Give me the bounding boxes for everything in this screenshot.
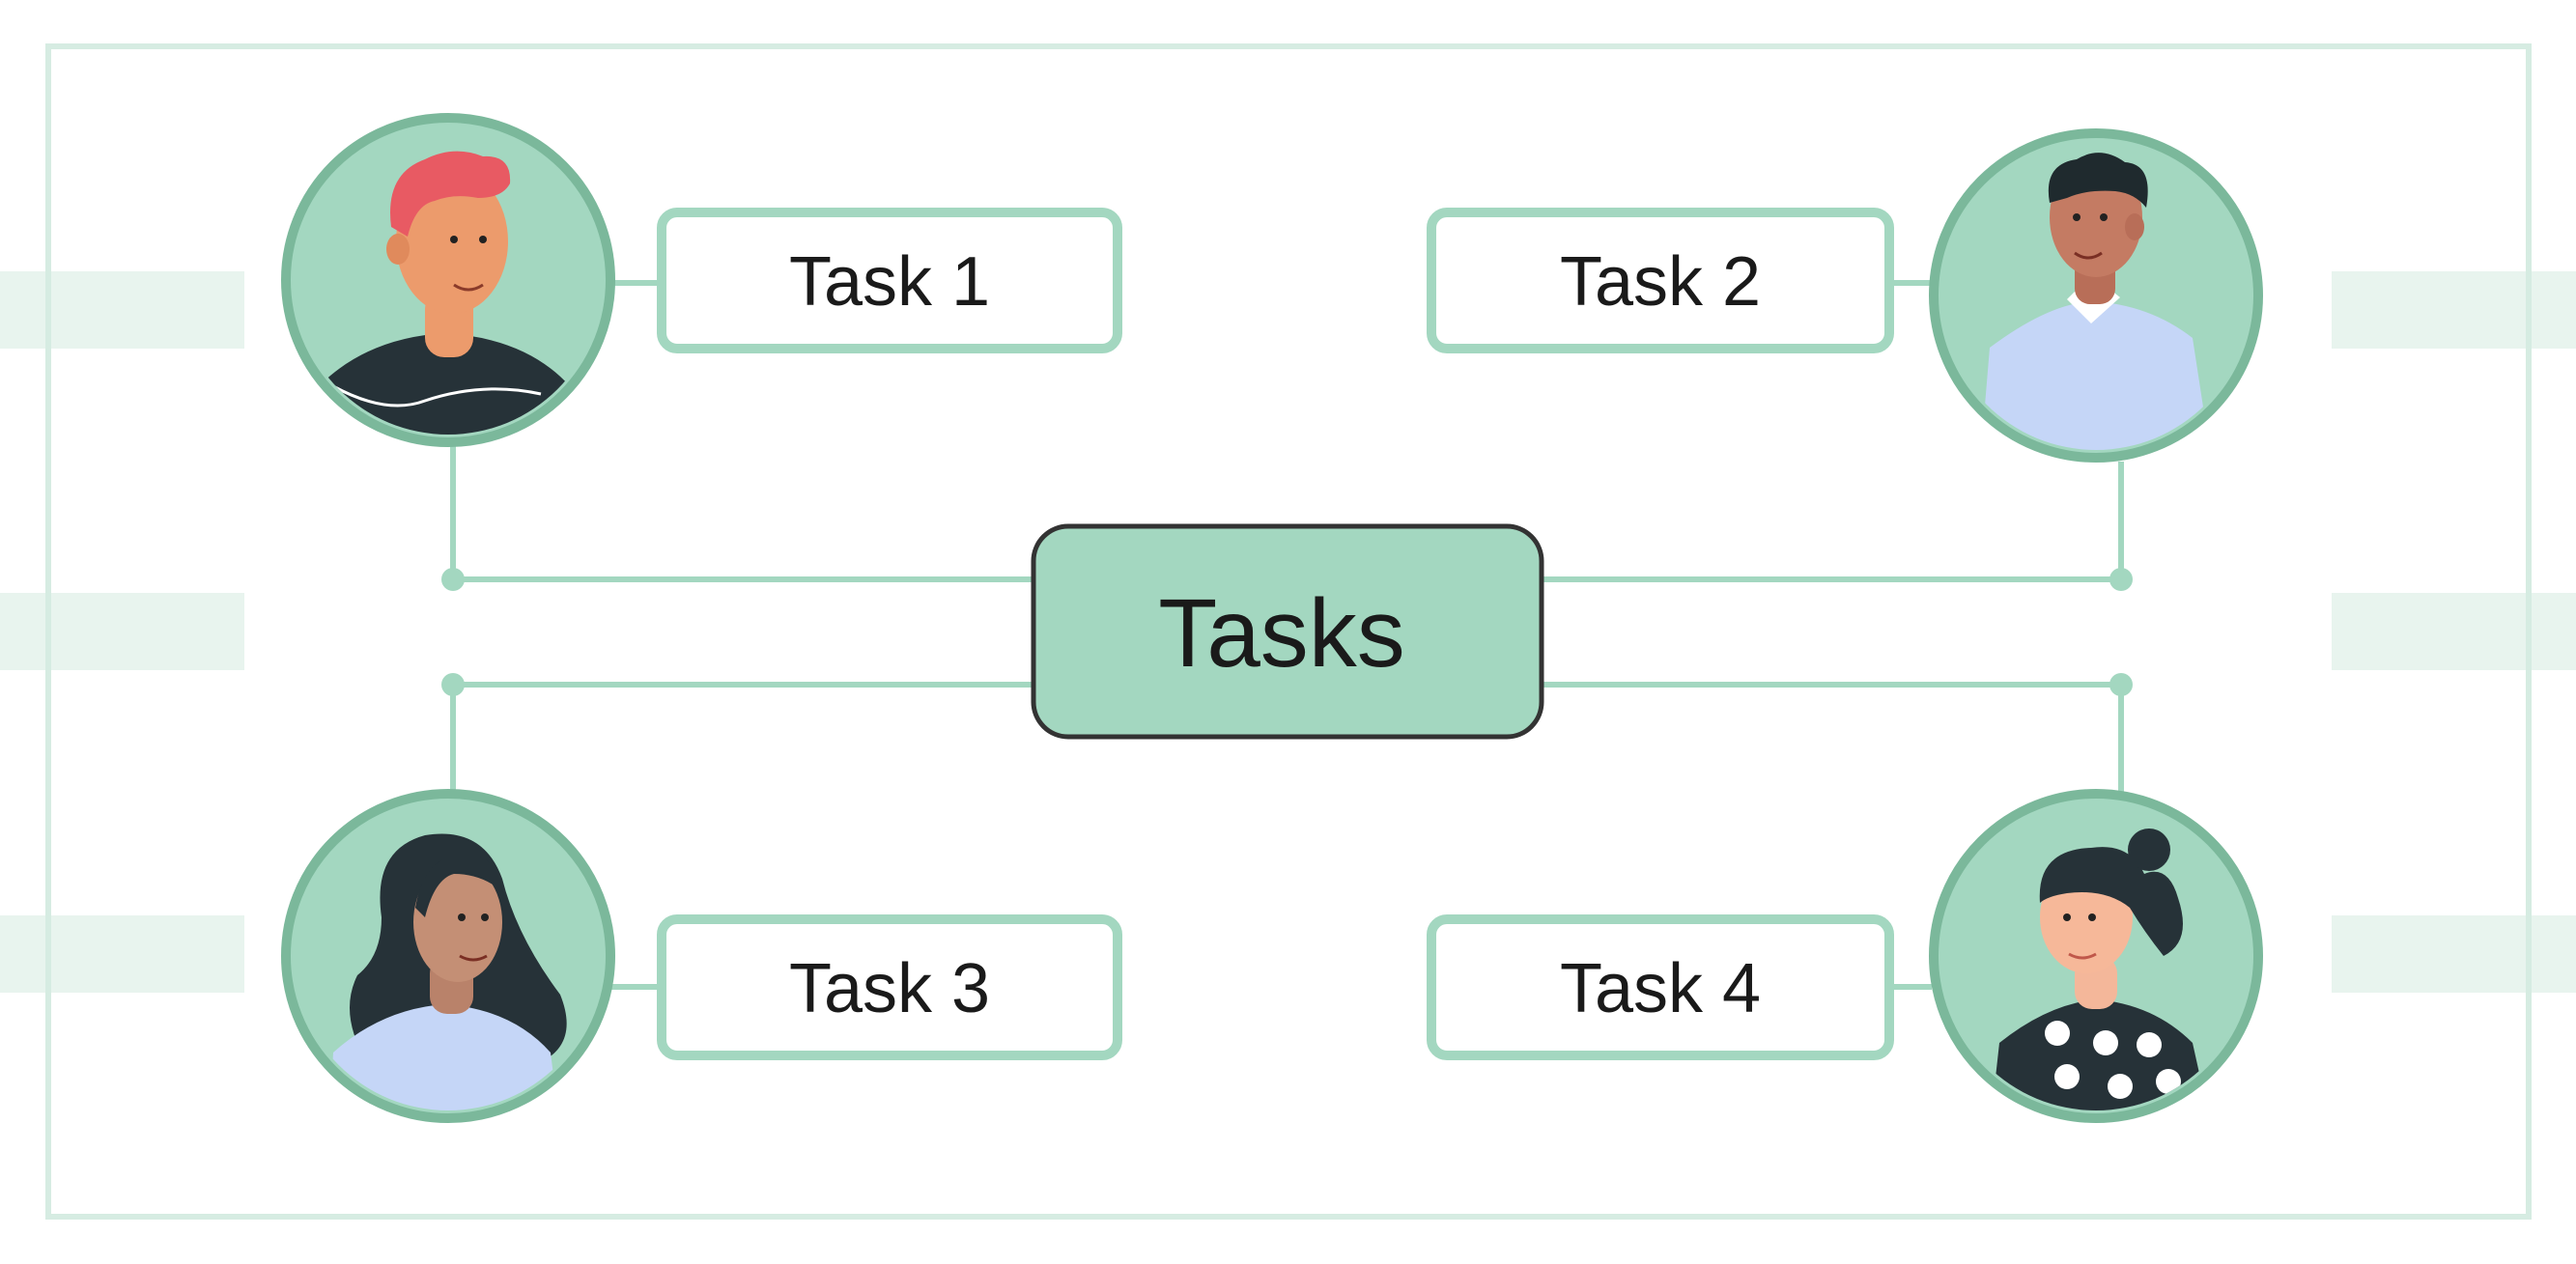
hub-node: Tasks [1031, 523, 1544, 740]
outer-frame [45, 43, 2532, 1220]
avatar-eye [2073, 213, 2081, 221]
avatar-hair-bun [2128, 829, 2170, 871]
task-node-1: Task 1 [657, 208, 1122, 353]
avatar-eye [2063, 913, 2071, 921]
connector-task3 [450, 682, 1033, 796]
avatar-shirt-line [332, 384, 542, 407]
task-box [1427, 208, 1894, 353]
side-bar-right-top [2332, 271, 2576, 349]
avatar-mouth [459, 954, 488, 962]
connector-task2 [1542, 462, 2124, 582]
avatar-hair [390, 151, 511, 237]
man-blue-shirt-avatar [1929, 128, 2263, 463]
avatar-hair [2039, 847, 2183, 956]
avatar-eye [479, 236, 487, 243]
avatar-eye [450, 236, 458, 243]
avatar-mouth [2074, 251, 2103, 260]
avatar-eye [481, 913, 489, 921]
connector-dot [441, 568, 465, 591]
avatar-eye [458, 913, 466, 921]
connector-task1 [450, 446, 1033, 582]
connector-dot [441, 673, 465, 696]
task-label: Task 4 [1560, 950, 1761, 1027]
avatar-ear [386, 234, 410, 265]
decorative-side-bars [0, 271, 2576, 993]
task-node-3: Task 3 [657, 914, 1122, 1060]
avatar-hair [2048, 153, 2148, 208]
side-bar-right-middle [2332, 593, 2576, 670]
task-box [1427, 914, 1894, 1060]
task-box [657, 914, 1122, 1060]
hub-label: Tasks [1158, 579, 1405, 688]
side-bar-left-top [0, 271, 244, 349]
task-node-4: Task 4 [1427, 914, 1894, 1060]
task-label: Task 3 [789, 950, 990, 1027]
hub-box [1031, 523, 1544, 740]
connector-dots [441, 568, 2133, 696]
avatar-eye [2088, 913, 2096, 921]
avatar-shirt [1980, 301, 2212, 450]
avatar-polka-dots [2045, 1021, 2181, 1099]
woman-long-hair-avatar [281, 789, 615, 1123]
avatar-ear [2125, 213, 2144, 240]
connector-dot [2109, 673, 2133, 696]
side-bar-right-bottom [2332, 915, 2576, 993]
man-red-hair-avatar [281, 113, 615, 447]
task-label: Task 1 [789, 243, 990, 321]
avatar-mouth [2068, 952, 2097, 960]
avatar-mouth [453, 283, 484, 292]
woman-polka-dot-avatar [1929, 789, 2263, 1123]
avatar-head [413, 862, 502, 982]
task-node-2: Task 2 [1427, 208, 1894, 353]
connector-task4 [1542, 682, 2124, 796]
task-box [657, 208, 1122, 353]
avatar-eye [2100, 213, 2108, 221]
side-bar-left-bottom [0, 915, 244, 993]
task-label: Task 2 [1560, 243, 1761, 321]
side-bar-left-middle [0, 593, 244, 670]
avatar-hair-front [415, 854, 504, 917]
connector-dot [2109, 568, 2133, 591]
